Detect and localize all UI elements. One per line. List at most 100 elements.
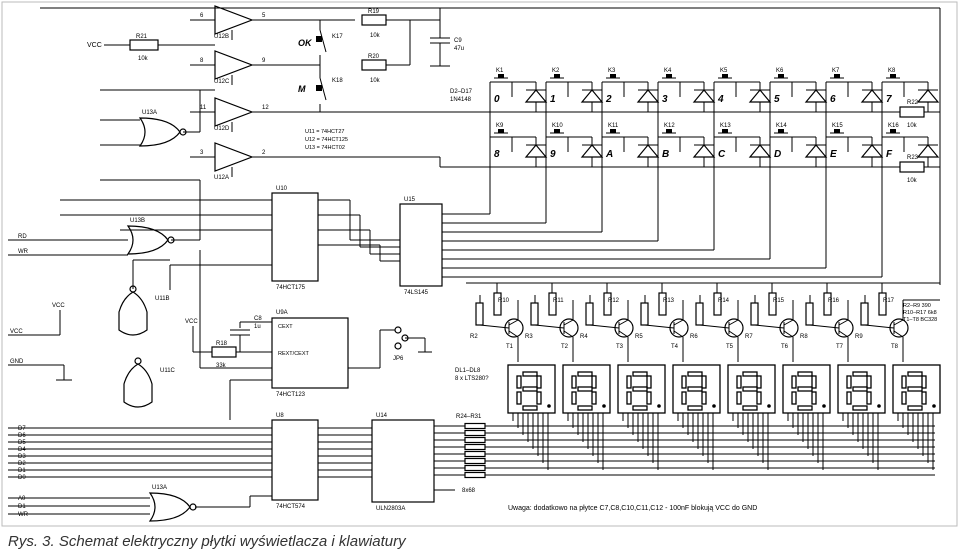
wire xyxy=(479,324,510,329)
key-7-ref: K8 xyxy=(888,68,896,74)
display-7 xyxy=(837,364,886,414)
chip-u15 xyxy=(399,203,443,287)
key-11-label: B xyxy=(662,149,669,160)
figure-caption: Rys. 3. Schemat elektryczny płytki wyświ… xyxy=(8,533,406,550)
u15-ref: U15 xyxy=(404,197,416,203)
decimal-point xyxy=(602,404,606,408)
wire xyxy=(644,324,675,329)
legend-u12: U12 = 74HCT125 xyxy=(305,137,348,143)
key-11-ref: K12 xyxy=(664,123,675,129)
segment xyxy=(736,375,742,389)
key-button xyxy=(834,129,840,133)
segment-resistor xyxy=(464,471,486,479)
resistor-rb14 xyxy=(713,292,722,316)
key-1-label: 1 xyxy=(550,94,556,105)
key-button xyxy=(498,74,504,78)
r21-ref: R21 xyxy=(136,34,148,40)
port-a0: A0 xyxy=(18,496,26,502)
key-button xyxy=(778,129,784,133)
segment xyxy=(797,371,813,377)
note-text: Uwaga: dodatkowo na płytce C7,C8,C10,C11… xyxy=(508,505,757,512)
c9-ref: C9 xyxy=(454,38,462,44)
display-6 xyxy=(782,364,831,414)
display-part: 8 x LTS280? xyxy=(455,376,489,382)
gate-out-pin: 2 xyxy=(262,150,266,156)
res-ref: R11 xyxy=(553,298,564,304)
r21-value: 10k xyxy=(138,56,149,62)
segment xyxy=(852,405,868,411)
legend-u13: U13 = 74HCT02 xyxy=(305,145,345,151)
display-1 xyxy=(507,364,556,414)
nor-gate-u13a-ref: U13A xyxy=(142,110,157,116)
display-5 xyxy=(727,364,776,414)
decimal-point xyxy=(657,404,661,408)
key-13-ref: K14 xyxy=(776,123,787,129)
wire xyxy=(699,324,730,329)
chip-u8 xyxy=(271,419,319,501)
gate-ref: U12A xyxy=(214,175,229,181)
segment-resistor xyxy=(464,457,486,465)
or-gate-u11c-ref: U11C xyxy=(160,368,176,374)
res-ref: R5 xyxy=(635,334,643,340)
gate-out-pin: 12 xyxy=(262,105,269,111)
port-d0: D0 xyxy=(18,475,26,481)
nor-gate-u13a-bottom xyxy=(148,492,191,522)
segment xyxy=(846,391,852,405)
res-ref: R6 xyxy=(690,334,698,340)
u10-ref: U10 xyxy=(276,186,288,192)
transistor-leg xyxy=(838,319,849,326)
c9-value: 47u xyxy=(454,46,464,52)
segment xyxy=(907,371,923,377)
parts-note-1: R2–R9 390 xyxy=(903,303,931,309)
segment xyxy=(742,405,758,411)
segment-resistors xyxy=(434,422,935,491)
display-ref: DL1–DL8 xyxy=(455,368,481,374)
key-button xyxy=(722,129,728,133)
decimal-point xyxy=(712,404,716,408)
parts-note-2: R10–R17 6k8 xyxy=(903,310,937,316)
key-4-ref: K5 xyxy=(720,68,728,74)
parts-note-3: T1–T8 BC328 xyxy=(903,317,937,323)
transistor-ref: T3 xyxy=(616,344,624,350)
transistor-leg xyxy=(563,330,574,338)
key-5-ref: K6 xyxy=(776,68,784,74)
digit-drivers: R2R10T1R3R11T2R4R12T3R5R13T4R6R14T5R7R15… xyxy=(466,282,940,362)
key-15-ref: K16 xyxy=(888,123,899,129)
res-ref: R10 xyxy=(498,298,510,304)
resistor-r22 xyxy=(899,106,925,118)
key-6-ref: K7 xyxy=(832,68,840,74)
segment xyxy=(577,405,593,411)
res-ref: R4 xyxy=(580,334,588,340)
resistor-rb10 xyxy=(493,292,502,316)
segment xyxy=(866,375,872,389)
key-9-label: 9 xyxy=(550,149,556,160)
chip-u10 xyxy=(271,192,319,282)
key-14-label: E xyxy=(830,149,837,160)
res-ref: R7 xyxy=(745,334,753,340)
resistor-r8 xyxy=(805,302,814,326)
segment xyxy=(756,391,762,405)
segment xyxy=(516,391,522,405)
switch-m-ref: K18 xyxy=(332,78,343,84)
r20-ref: R20 xyxy=(368,54,380,60)
diodes-part: 1N4148 xyxy=(450,97,472,103)
segment-resistor xyxy=(464,429,486,437)
key-5-label: 5 xyxy=(774,94,780,105)
port-d1: D1 xyxy=(18,504,26,510)
key-15-label: F xyxy=(886,149,893,160)
segment xyxy=(522,405,538,411)
key-1-ref: K2 xyxy=(552,68,560,74)
segment xyxy=(632,405,648,411)
segment xyxy=(921,375,927,389)
seven-segment-displays xyxy=(507,364,941,470)
r22-value: 10k xyxy=(907,123,918,129)
key-0-ref: K1 xyxy=(496,68,504,74)
key-matrix: K10K98K21K109K32K11AK43K12BK54K13CK65K14… xyxy=(442,68,940,278)
key-4-label: 4 xyxy=(717,94,724,105)
segment xyxy=(811,375,817,389)
u9-part: 74HCT123 xyxy=(276,392,306,398)
segment xyxy=(681,375,687,389)
u14-ref: U14 xyxy=(376,413,388,419)
vcc-label-r21: VCC xyxy=(87,42,102,49)
